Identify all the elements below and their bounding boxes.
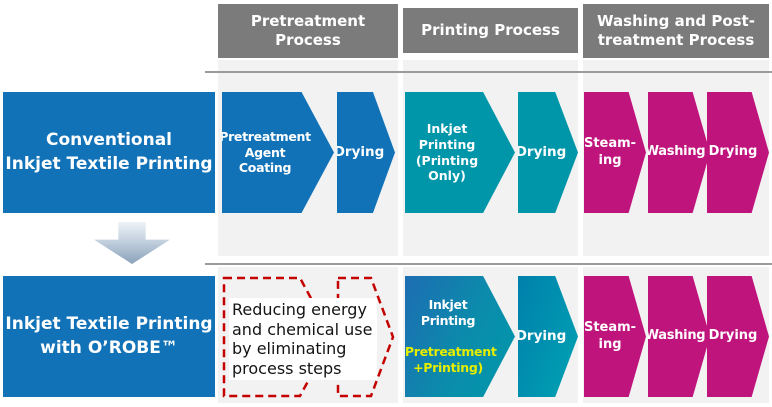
row-label-conventional: Conventional Inkjet Textile Printing xyxy=(3,92,215,213)
elimination-note: Reducing energy and chemical use by elim… xyxy=(229,298,378,381)
header-pretreatment-process: Pretreatment Process xyxy=(218,4,398,58)
step-label-white: Inkjet Printing xyxy=(420,297,476,329)
transition-down-arrow-icon xyxy=(94,222,170,264)
header-washing-posttreatment-process: Washing and Post- treatment Process xyxy=(583,4,769,58)
header-printing-process: Printing Process xyxy=(403,8,578,53)
row-label-orobe: Inkjet Textile Printing with O’ROBE™ xyxy=(3,276,215,397)
top-divider-line xyxy=(205,71,772,73)
bottom-divider-line xyxy=(205,263,772,265)
step-label-yellow: (Pretreatment +Printing) xyxy=(399,344,497,375)
